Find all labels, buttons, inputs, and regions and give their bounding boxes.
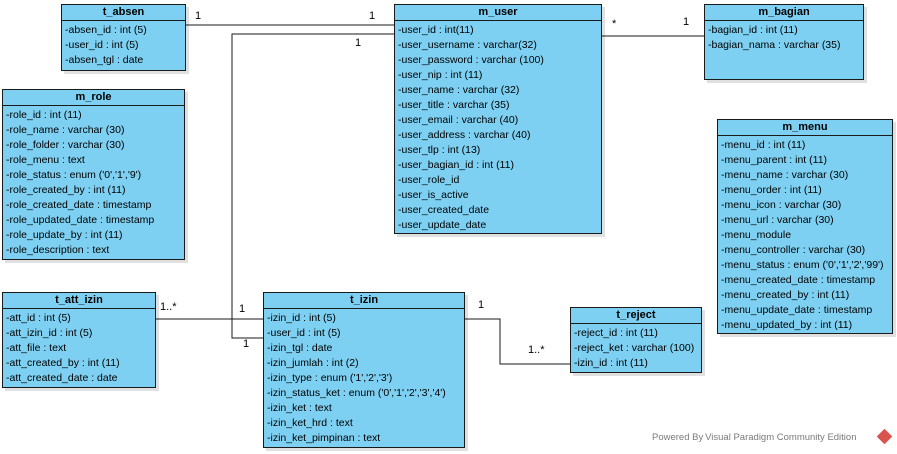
field-list: -menu_id : int (11) -menu_parent : int (…: [718, 136, 892, 333]
entity-title: t_absen: [62, 5, 185, 21]
multiplicity-label: 1: [683, 16, 690, 28]
field: -att_created_by : int (11): [6, 357, 120, 369]
field: -bagian_id : int (11): [708, 24, 798, 36]
entity-t-absen[interactable]: t_absen -absen_id : int (5) -user_id : i…: [61, 4, 186, 71]
field: -reject_ket : varchar (100): [574, 342, 695, 354]
field: -role_folder : varchar (30): [6, 139, 125, 151]
field: -izin_status_ket : enum ('0','1','2','3'…: [267, 387, 446, 399]
field: -menu_id : int (11): [721, 139, 806, 151]
multiplicity-label: 1: [195, 10, 202, 22]
multiplicity-label: 1..*: [528, 344, 545, 356]
field: -user_nip : int (11): [398, 69, 483, 81]
field: -izin_type : enum ('1','2','3'): [267, 372, 393, 384]
field: -user_name : varchar (32): [398, 84, 520, 96]
field: -user_username : varchar(32): [398, 39, 537, 51]
field: -att_file : text: [6, 342, 67, 354]
entity-m-user[interactable]: m_user -user_id : int(11) -user_username…: [394, 4, 602, 234]
entity-title: t_att_izin: [3, 293, 155, 309]
field-list: -reject_id : int (11) -reject_ket : varc…: [571, 324, 701, 371]
field: -role_id : int (11): [6, 109, 82, 121]
field: -bagian_nama : varchar (35): [708, 39, 841, 51]
field: -menu_created_date : timestamp: [721, 274, 876, 286]
entity-t-att-izin[interactable]: t_att_izin -att_id : int (5) -att_izin_i…: [2, 292, 156, 388]
entity-m-role[interactable]: m_role -role_id : int (11) -role_name : …: [2, 89, 185, 260]
entity-title: m_menu: [718, 120, 892, 136]
multiplicity-label: 1..*: [160, 301, 177, 313]
field: -att_izin_id : int (5): [6, 327, 93, 339]
field-list: -bagian_id : int (11) -bagian_nama : var…: [705, 21, 863, 53]
line-izin-reject: [465, 318, 570, 365]
multiplicity-label: 1: [239, 303, 246, 315]
field: -role_created_date : timestamp: [6, 199, 152, 211]
field: -menu_icon : varchar (30): [721, 199, 842, 211]
field: -user_address : varchar (40): [398, 129, 531, 141]
field: -menu_status : enum ('0','1','2','99'): [721, 259, 884, 271]
field: -izin_ket_pimpinan : text: [267, 432, 381, 444]
line-user-izin: [231, 33, 394, 339]
field: -izin_tgl : date: [267, 342, 333, 354]
field: -menu_order : int (11): [721, 184, 822, 196]
field: -user_id : int(11): [398, 24, 474, 36]
field: -menu_update_date : timestamp: [721, 304, 873, 316]
field: -absen_tgl : date: [65, 54, 144, 66]
entity-title: t_izin: [264, 293, 464, 309]
field: -user_role_id: [398, 174, 460, 186]
field: -role_created_by : int (11): [6, 184, 126, 196]
field-list: -role_id : int (11) -role_name : varchar…: [3, 106, 184, 258]
field: -user_title : varchar (35): [398, 99, 510, 111]
field: -menu_name : varchar (30): [721, 169, 849, 181]
field: -menu_module: [721, 229, 792, 241]
field: -role_name : varchar (30): [6, 124, 125, 136]
field: -izin_jumlah : int (2): [267, 357, 359, 369]
field: -izin_id : int (5): [267, 312, 336, 324]
field: -role_menu : text: [6, 154, 85, 166]
field: -menu_controller : varchar (30): [721, 244, 866, 256]
field: -user_update_date: [398, 219, 487, 231]
entity-title: t_reject: [571, 308, 701, 324]
field-list: -absen_id : int (5) -user_id : int (5) -…: [62, 21, 185, 68]
field-list: -user_id : int(11) -user_username : varc…: [395, 21, 601, 233]
multiplicity-label: *: [612, 18, 617, 30]
entity-m-bagian[interactable]: m_bagian -bagian_id : int (11) -bagian_n…: [704, 4, 864, 80]
field: -user_password : varchar (100): [398, 54, 544, 66]
multiplicity-label: 1: [478, 299, 485, 311]
entity-title: m_role: [3, 90, 184, 106]
field: -user_is_active: [398, 189, 469, 201]
field: -role_description : text: [6, 244, 110, 256]
field: -user_id : int (5): [267, 327, 341, 339]
field: -att_id : int (5): [6, 312, 71, 324]
field: -user_email : varchar (40): [398, 114, 519, 126]
field: -role_status : enum ('0','1','9'): [6, 169, 142, 181]
field: -role_updated_date : timestamp: [6, 214, 155, 226]
entity-t-reject[interactable]: t_reject -reject_id : int (11) -reject_k…: [570, 307, 702, 373]
entity-title: m_user: [395, 5, 601, 21]
field: -izin_ket_hrd : text: [267, 417, 353, 429]
field: -user_bagian_id : int (11): [398, 159, 514, 171]
entity-t-izin[interactable]: t_izin -izin_id : int (5) -user_id : int…: [263, 292, 465, 448]
field: -absen_id : int (5): [65, 24, 147, 36]
field: -menu_url : varchar (30): [721, 214, 834, 226]
field: -user_tlp : int (13): [398, 144, 481, 156]
field: -menu_parent : int (11): [721, 154, 828, 166]
entity-title: m_bagian: [705, 5, 863, 21]
multiplicity-label: 1: [369, 10, 376, 22]
field: -user_id : int (5): [65, 39, 139, 51]
field: -menu_created_by : int (11): [721, 289, 850, 301]
multiplicity-label: 1: [355, 37, 362, 49]
field-list: -izin_id : int (5) -user_id : int (5) -i…: [264, 309, 464, 446]
field: -reject_id : int (11): [574, 327, 658, 339]
field-list: -att_id : int (5) -att_izin_id : int (5)…: [3, 309, 155, 386]
field: -menu_updated_by : int (11): [721, 319, 853, 331]
powered-by-footer: Powered By Visual Paradigm Community Edi…: [652, 432, 857, 443]
multiplicity-label: 1: [243, 338, 250, 350]
field: -izin_ket : text: [267, 402, 332, 414]
field: -izin_id : int (11): [574, 357, 648, 369]
field: -user_created_date: [398, 204, 490, 216]
entity-m-menu[interactable]: m_menu -menu_id : int (11) -menu_parent …: [717, 119, 893, 334]
field: -att_created_date : date: [6, 372, 118, 384]
field: -role_update_by : int (11): [6, 229, 123, 241]
